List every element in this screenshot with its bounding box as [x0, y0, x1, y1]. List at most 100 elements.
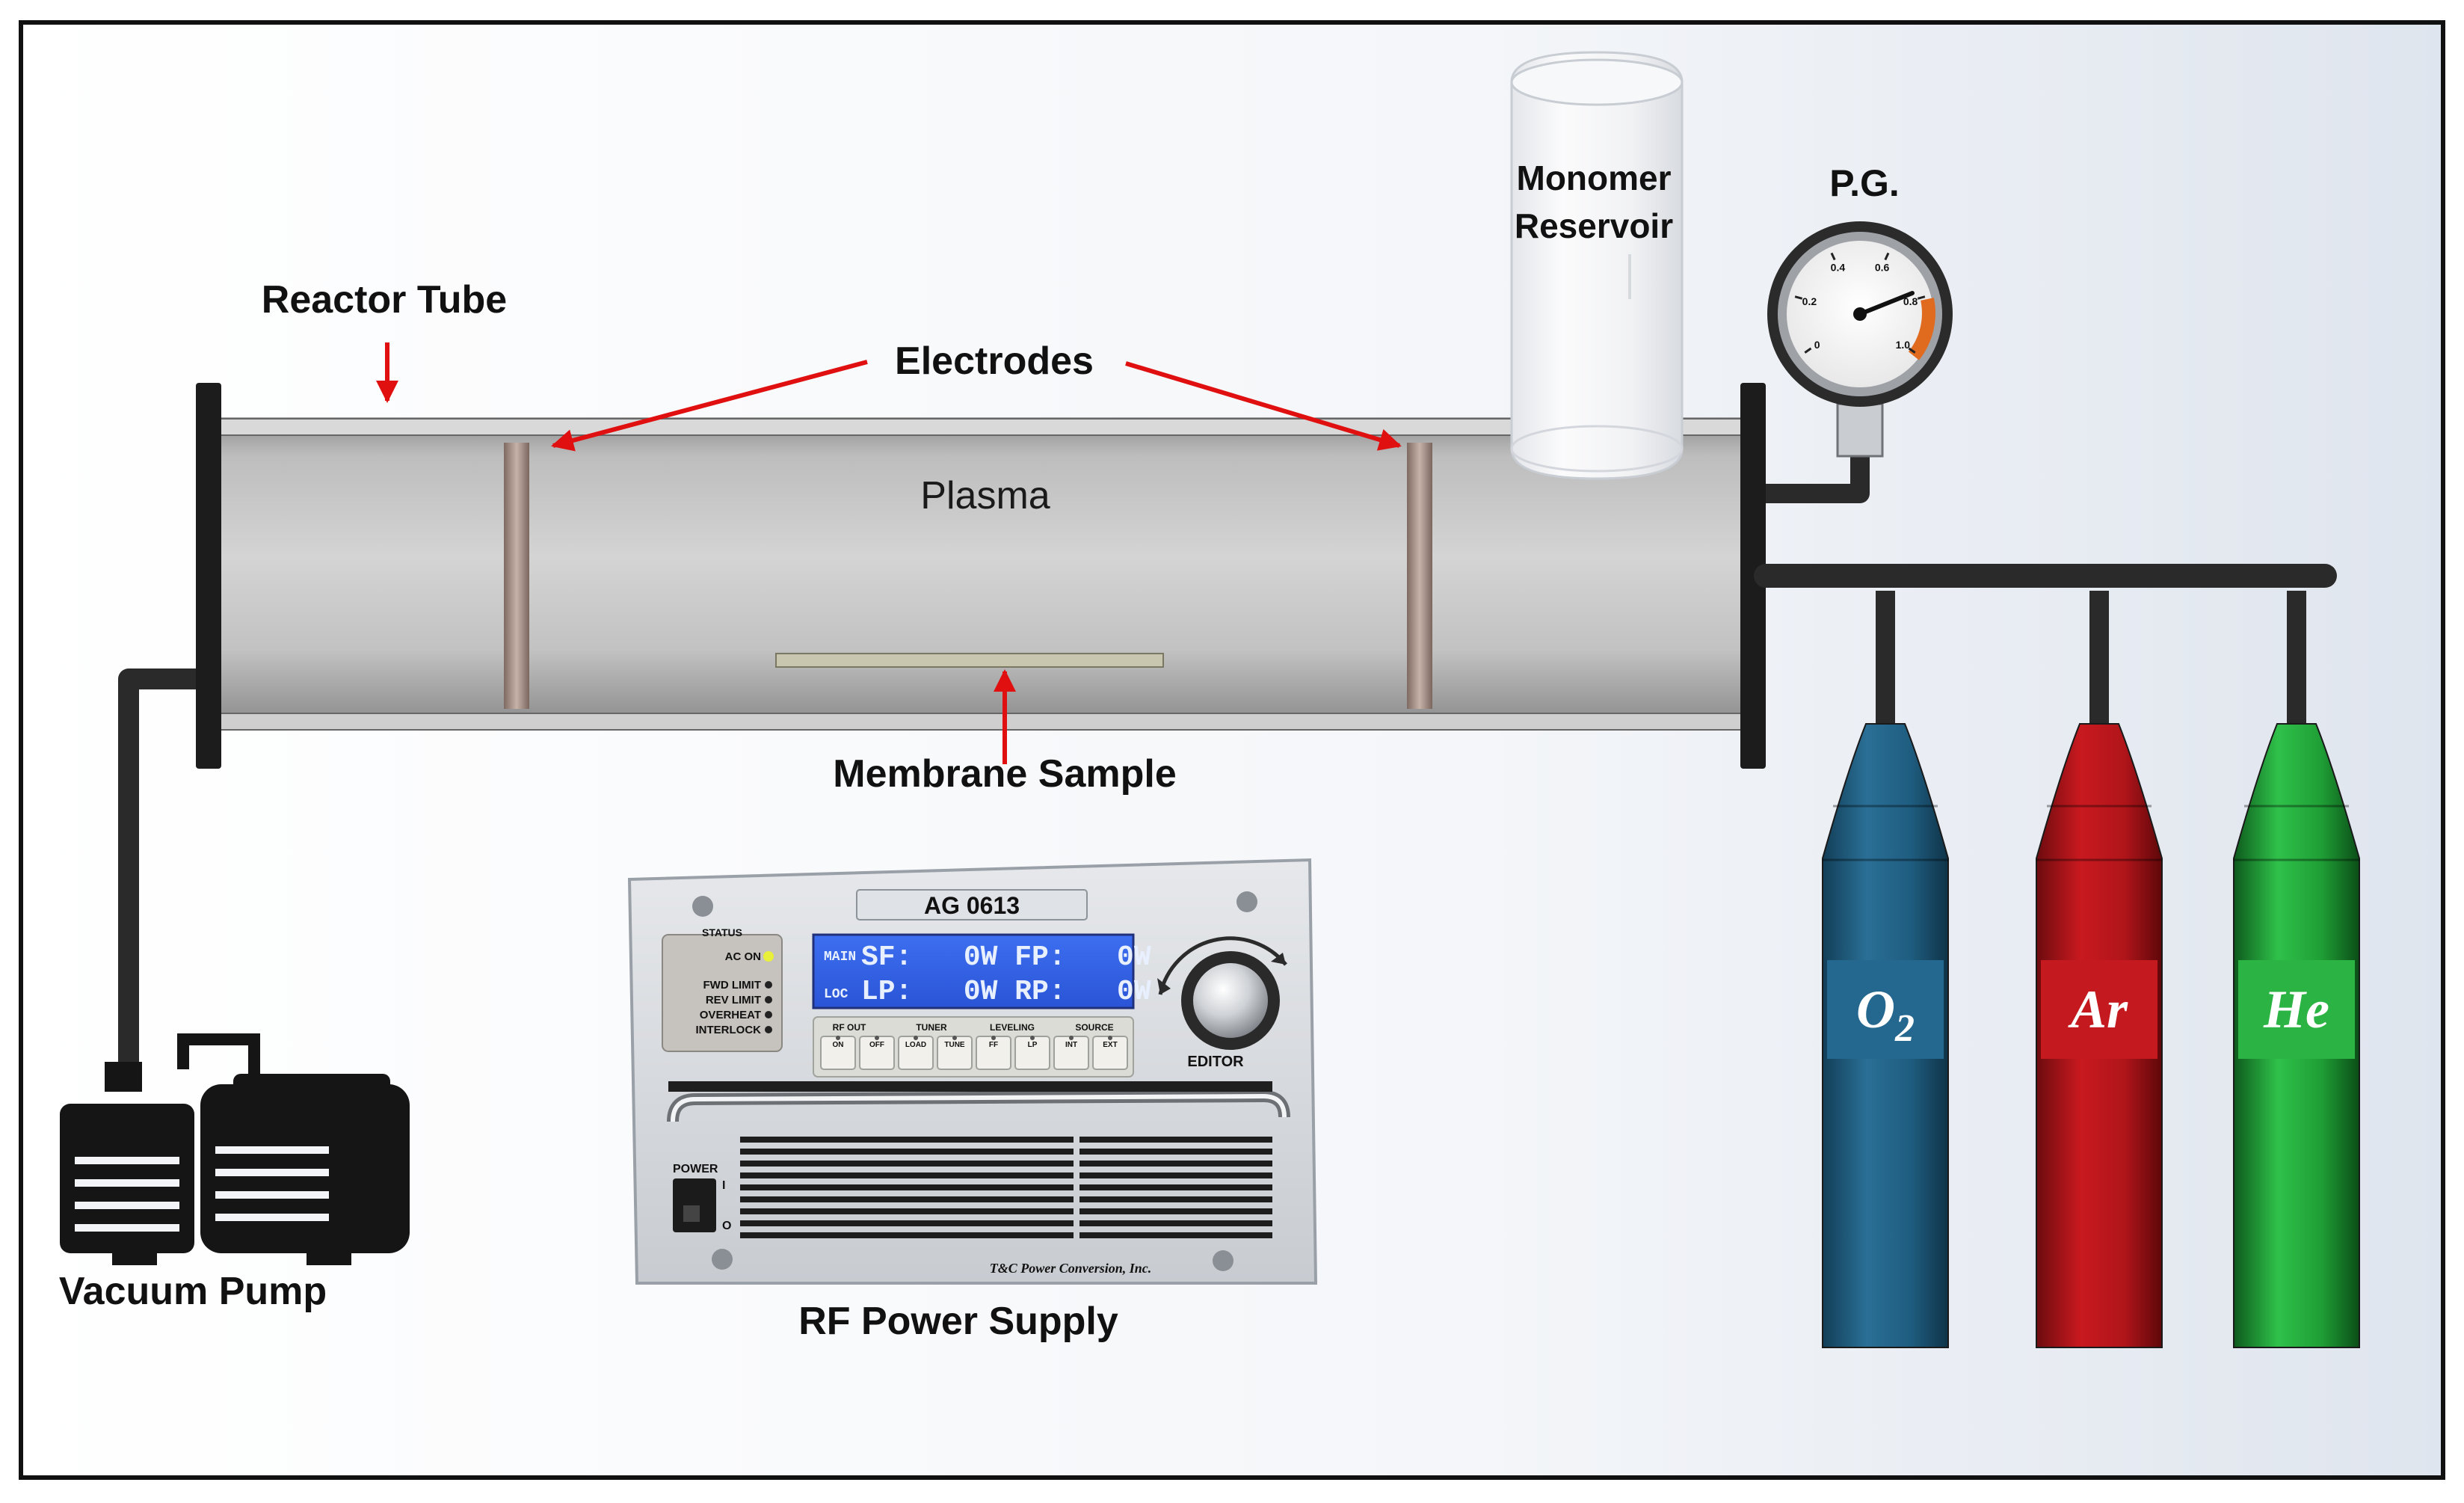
rf-button-label: ON: [833, 1041, 844, 1049]
left-flange: [196, 383, 221, 769]
vent-slot: [740, 1196, 925, 1202]
gas-manifold: [1754, 441, 2337, 725]
gauge-tick-mark: [1917, 295, 1926, 300]
vent-slot: [1079, 1184, 1272, 1190]
lcd-row-1: SF: 0W FP: 0W: [861, 941, 1151, 974]
reactor-tube: [196, 383, 1766, 769]
gauge-tick-mark: [1794, 295, 1803, 300]
status-led: [765, 981, 772, 989]
gauge-tick-label: 0.6: [1875, 262, 1890, 274]
label-monomer-reservoir-2: Reservoir: [1515, 206, 1673, 245]
button-group-label: SOURCE: [1075, 1022, 1113, 1033]
rf-button-label: TUNE: [944, 1041, 965, 1049]
label-membrane-sample: Membrane Sample: [833, 752, 1177, 796]
label-reactor-tube: Reactor Tube: [262, 278, 507, 322]
vent-slot: [1079, 1196, 1272, 1202]
rf-button-label: INT: [1065, 1041, 1077, 1049]
vent-slot: [740, 1172, 925, 1178]
vent-slot: [740, 1149, 925, 1155]
vent-slot: [740, 1184, 925, 1190]
rf-buttons: ON OFF LOAD TUNE FF LP INT EXT: [820, 1036, 1128, 1070]
status-item-label: FWD LIMIT: [703, 979, 761, 992]
gas-cylinders: O2 Ar He: [1822, 723, 2360, 1348]
status-item-label: AC ON: [725, 950, 761, 963]
status-led: [765, 996, 772, 1003]
status-led: [763, 951, 774, 962]
status-item-label: OVERHEAT: [700, 1009, 761, 1021]
vent-slot: [887, 1208, 1074, 1214]
gas-cylinder: He: [2233, 723, 2360, 1348]
gauge-needle: [1858, 291, 1915, 316]
vent-slot: [740, 1232, 925, 1238]
rf-button-label: OFF: [869, 1041, 884, 1049]
cylinder-label-band: [1827, 960, 1944, 1059]
rf-button-label: LP: [1028, 1041, 1038, 1049]
vent-slot: [1079, 1208, 1272, 1214]
lcd-side-label-2: LOC: [824, 987, 848, 1002]
electrode-left: [504, 443, 529, 709]
label-rf-power-supply: RF Power Supply: [798, 1300, 1118, 1343]
gauge-tick-label: 1.0: [1896, 339, 1911, 351]
label-electrodes: Electrodes: [895, 339, 1094, 383]
electrode-right: [1407, 443, 1432, 709]
vent-slot: [1079, 1137, 1272, 1143]
rf-model-label: AG 0613: [924, 892, 1020, 919]
gauge-tick-label: 0.8: [1903, 295, 1918, 307]
status-item-label: INTERLOCK: [696, 1024, 762, 1036]
vent-slot: [887, 1184, 1074, 1190]
manufacturer-label: T&C Power Conversion, Inc.: [990, 1261, 1152, 1276]
vent-slot: [740, 1137, 925, 1143]
status-led: [765, 1026, 772, 1033]
switch-off-label: O: [722, 1220, 731, 1232]
lcd-display: [812, 933, 1135, 1009]
vent-slot: [887, 1137, 1074, 1143]
label-pressure-gauge: P.G.: [1829, 162, 1900, 204]
vent-slot: [1079, 1232, 1272, 1238]
vent-slot: [1079, 1172, 1272, 1178]
vent-slot: [887, 1196, 1074, 1202]
rf-button-label: LOAD: [905, 1041, 926, 1049]
switch-on-label: I: [722, 1179, 725, 1192]
cylinder-label-band: [2238, 960, 2355, 1059]
gauge-tick-mark: [1830, 252, 1836, 261]
cylinder-gas-label: O2: [1856, 980, 1915, 1050]
vent-slot: [887, 1172, 1074, 1178]
label-vacuum-pump: Vacuum Pump: [59, 1270, 327, 1313]
gauge-tick-label: 0.4: [1831, 262, 1846, 274]
rf-button-label: FF: [989, 1041, 998, 1049]
lcd-row-2: LP: 0W RP: 0W: [861, 976, 1151, 1008]
lcd-side-label-1: MAIN: [824, 950, 856, 965]
status-indicators: AC ON FWD LIMIT REV LIMIT OVERHEAT INTERLOCK: [696, 950, 774, 1036]
gas-cylinder: Ar: [2036, 723, 2163, 1348]
vent-slot: [887, 1220, 1074, 1226]
vent-slot: [740, 1161, 925, 1167]
label-monomer-reservoir-1: Monomer: [1517, 159, 1672, 197]
membrane-sample: [775, 653, 1164, 668]
gauge-tick-mark: [1804, 347, 1812, 354]
vent-slot: [740, 1208, 925, 1214]
status-panel: [662, 934, 783, 1052]
monomer-reservoir: [1510, 51, 1684, 480]
editor-label: EDITOR: [1187, 1054, 1244, 1070]
power-label: POWER: [673, 1163, 718, 1175]
rf-button-label: EXT: [1103, 1041, 1117, 1049]
button-group-label: TUNER: [916, 1022, 947, 1033]
vent-grille: [668, 1081, 1272, 1238]
right-flange: [1740, 383, 1766, 769]
cylinder-label-band: [2041, 960, 2157, 1059]
status-item-label: REV LIMIT: [706, 994, 761, 1006]
gauge-tick-mark: [1908, 347, 1916, 354]
vent-slot: [887, 1232, 1074, 1238]
vent-slot: [1079, 1149, 1272, 1155]
arrow-electrode-left: [551, 360, 868, 452]
gauge-tick-label: 0: [1814, 339, 1820, 351]
button-group-label: LEVELING: [990, 1022, 1035, 1033]
arrow-electrode-right: [1125, 361, 1402, 451]
gas-cylinder: O2: [1822, 723, 1949, 1348]
annotation-arrows: [376, 342, 1402, 764]
cylinder-gas-label: He: [2263, 980, 2329, 1039]
